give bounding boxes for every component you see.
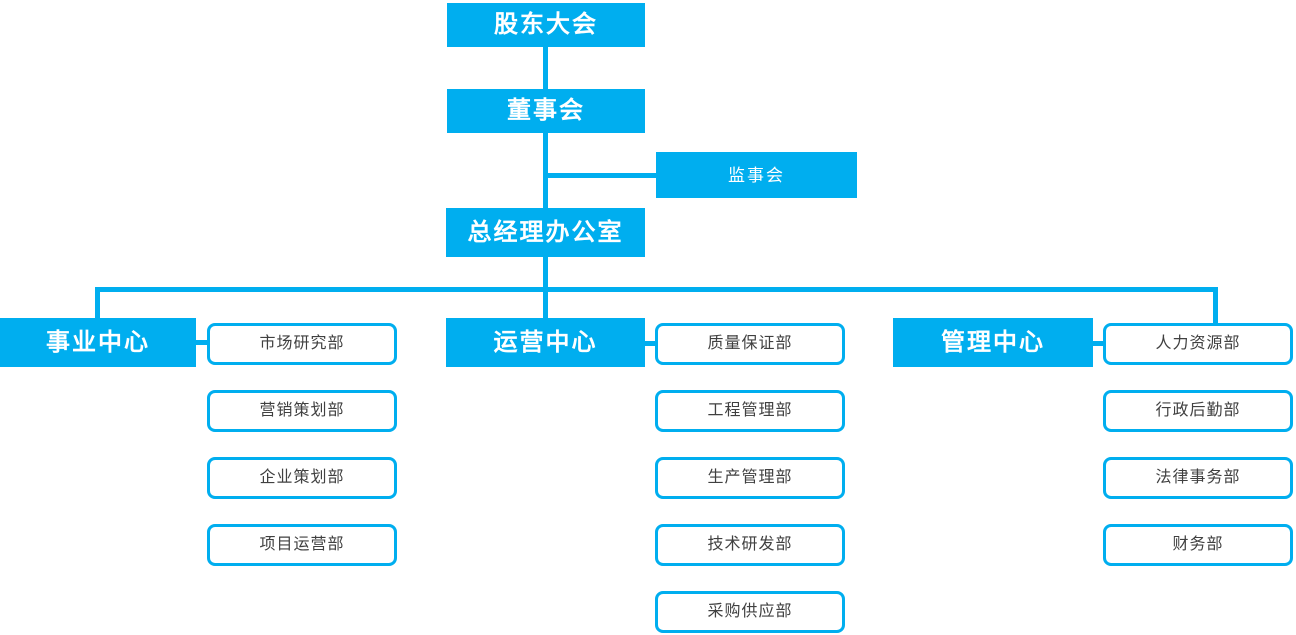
dept-market-research: 市场研究部 bbox=[207, 323, 397, 365]
dept-project-operations: 项目运营部 bbox=[207, 524, 397, 566]
node-gm-office: 总经理办公室 bbox=[446, 208, 645, 257]
connector-horizontal-rail bbox=[95, 287, 1218, 292]
dept-technology-rnd: 技术研发部 bbox=[655, 524, 845, 566]
connector-business-center-depts bbox=[195, 340, 207, 345]
connector-board-supervisory bbox=[545, 173, 656, 178]
connector-management-center-depts bbox=[1092, 341, 1104, 346]
dept-quality-assurance: 质量保证部 bbox=[655, 323, 845, 365]
dept-procurement-supply: 采购供应部 bbox=[655, 591, 845, 633]
node-supervisory-board: 监事会 bbox=[656, 152, 857, 198]
node-shareholders-meeting: 股东大会 bbox=[447, 3, 645, 47]
connector-board-gm-office bbox=[543, 133, 548, 208]
dept-admin-logistics: 行政后勤部 bbox=[1103, 390, 1293, 432]
node-operations-center: 运营中心 bbox=[446, 318, 645, 367]
node-management-center: 管理中心 bbox=[893, 318, 1093, 367]
connector-shareholders-board bbox=[543, 47, 548, 89]
dept-production-management: 生产管理部 bbox=[655, 457, 845, 499]
node-business-center: 事业中心 bbox=[0, 318, 196, 367]
connector-operations-center-depts bbox=[644, 341, 656, 346]
dept-finance: 财务部 bbox=[1103, 524, 1293, 566]
dept-marketing-planning: 营销策划部 bbox=[207, 390, 397, 432]
connector-rail-human-resources bbox=[1213, 287, 1218, 323]
node-board-of-directors: 董事会 bbox=[447, 89, 645, 133]
dept-human-resources: 人力资源部 bbox=[1103, 323, 1293, 365]
dept-corporate-planning: 企业策划部 bbox=[207, 457, 397, 499]
dept-engineering-management: 工程管理部 bbox=[655, 390, 845, 432]
dept-legal-affairs: 法律事务部 bbox=[1103, 457, 1293, 499]
connector-rail-business-center bbox=[95, 287, 100, 318]
